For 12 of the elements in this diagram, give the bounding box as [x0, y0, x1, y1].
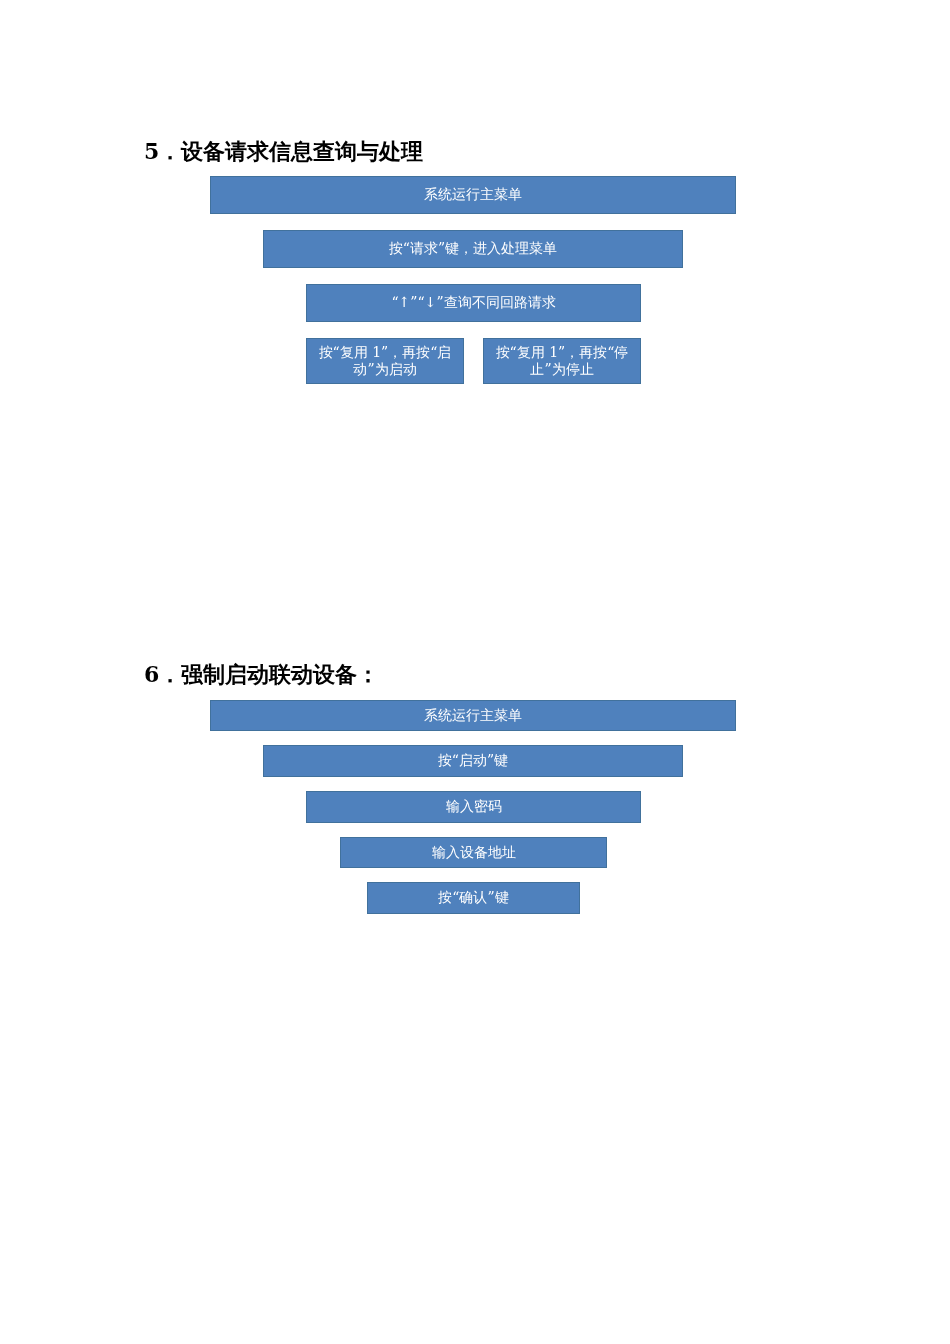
step-box: “↑”“↓”查询不同回路请求	[306, 284, 641, 322]
step-box: 系统运行主菜单	[210, 700, 736, 731]
step-box: 输入设备地址	[340, 837, 607, 868]
section-heading: 6．强制启动联动设备：	[144, 660, 380, 689]
step-box: 按“启动”键	[263, 745, 683, 777]
step-box: 按“确认”键	[367, 882, 580, 914]
step-box: 按“复用 1”，再按“停止”为停止	[483, 338, 641, 384]
section-heading: 5．设备请求信息查询与处理	[144, 137, 424, 166]
step-box: 系统运行主菜单	[210, 176, 736, 214]
step-box: 按“请求”键，进入处理菜单	[263, 230, 683, 268]
step-box: 输入密码	[306, 791, 641, 823]
step-box: 按“复用 1”，再按“启动”为启动	[306, 338, 464, 384]
